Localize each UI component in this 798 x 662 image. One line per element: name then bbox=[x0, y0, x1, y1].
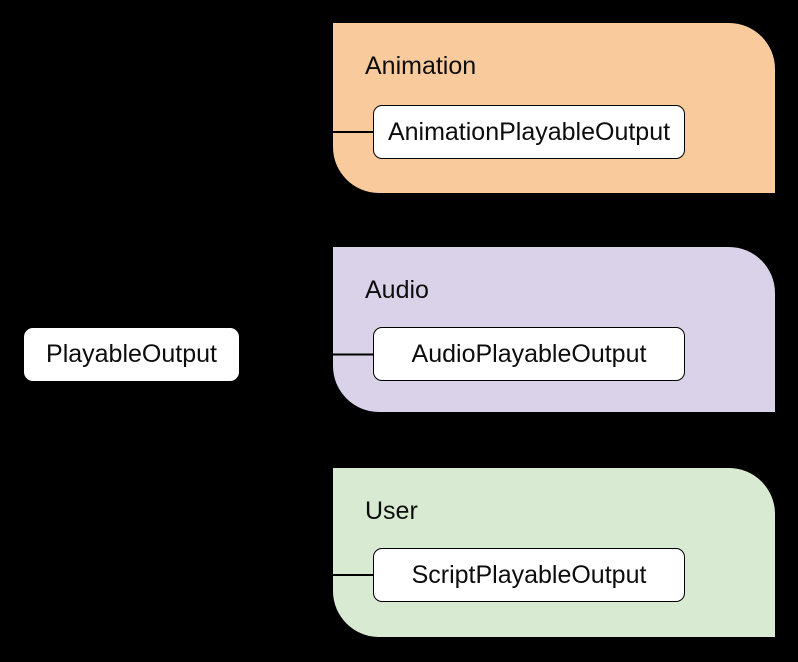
node-animation-playable-output: AnimationPlayableOutput bbox=[373, 105, 685, 159]
group-audio-label: Audio bbox=[365, 276, 429, 304]
node-playable-output: PlayableOutput bbox=[23, 327, 240, 382]
group-animation: Animation AnimationPlayableOutput bbox=[333, 23, 775, 193]
group-user-label: User bbox=[365, 497, 418, 525]
node-audio-playable-output: AudioPlayableOutput bbox=[373, 327, 685, 381]
node-audio-playable-output-label: AudioPlayableOutput bbox=[411, 339, 647, 368]
group-audio: Audio AudioPlayableOutput bbox=[333, 247, 775, 412]
node-script-playable-output: ScriptPlayableOutput bbox=[373, 548, 685, 602]
group-animation-label: Animation bbox=[365, 52, 477, 80]
group-user: User ScriptPlayableOutput bbox=[333, 468, 775, 637]
node-script-playable-output-label: ScriptPlayableOutput bbox=[411, 560, 647, 589]
node-animation-playable-output-label: AnimationPlayableOutput bbox=[387, 117, 671, 146]
node-playable-output-label: PlayableOutput bbox=[46, 340, 217, 368]
